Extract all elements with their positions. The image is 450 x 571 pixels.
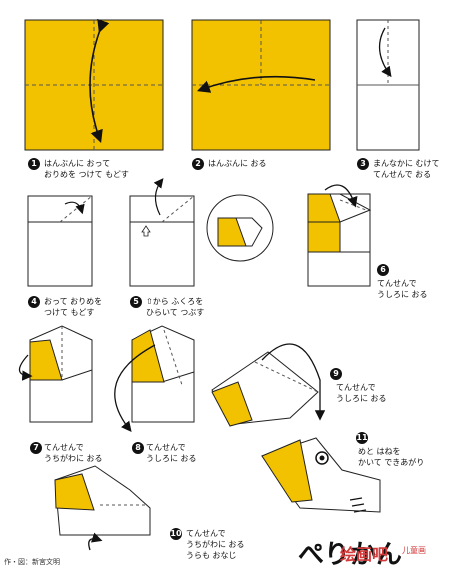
step-2-text: はんぶんに おる <box>208 159 267 168</box>
step-3-figure <box>356 19 420 151</box>
step-8-figure <box>114 325 195 433</box>
step-6-number: 6 <box>377 264 389 276</box>
step-11-figure <box>261 437 381 513</box>
step-11-text: めと はねを かいて できあがり <box>358 447 425 467</box>
step-5-text: ⇧から ふくろを ひらいて つぶす <box>146 297 205 317</box>
step-10-number: 10 <box>170 528 182 540</box>
step-4-number: 4 <box>28 296 40 308</box>
step-5-figure <box>129 178 274 287</box>
step-9-text: てんせんで うしろに おる <box>336 383 387 403</box>
step-7-text: てんせんで うちがわに おる <box>44 443 103 463</box>
step-9-figure <box>211 343 326 427</box>
step-3-number: 3 <box>357 158 369 170</box>
step-10-text: てんせんで うちがわに おる うらも おなじ <box>186 529 245 560</box>
step-9-number: 9 <box>330 368 342 380</box>
step-8-number: 8 <box>132 442 144 454</box>
step-1-text: はんぶんに おって おりめを つけて もどす <box>44 159 129 179</box>
page-title: ぺりかん <box>298 540 403 570</box>
step-8-text: てんせんで うしろに おる <box>146 443 197 463</box>
step-2-number: 2 <box>192 158 204 170</box>
step-4-text: おって おりめを つけて もどす <box>44 297 103 317</box>
step-11-number: 11 <box>356 432 368 444</box>
watermark: 绘画吧 <box>340 545 389 564</box>
step-3-text: まんなかに むけて てんせんで おる <box>373 159 440 179</box>
step-2-figure <box>191 19 331 151</box>
credit-text: 作・図：新宮文明 <box>4 558 60 566</box>
step-1-number: 1 <box>28 158 40 170</box>
step-6-figure <box>307 184 372 287</box>
step-6-text: てんせんで うしろに おる <box>377 279 428 299</box>
watermark-sub: 儿童画 <box>402 546 426 555</box>
step-10-figure <box>54 465 151 551</box>
step-1-figure <box>24 18 164 151</box>
step-5-number: 5 <box>130 296 142 308</box>
step-7-number: 7 <box>30 442 42 454</box>
step-4-figure <box>27 195 93 287</box>
step-7-figure <box>18 325 93 423</box>
